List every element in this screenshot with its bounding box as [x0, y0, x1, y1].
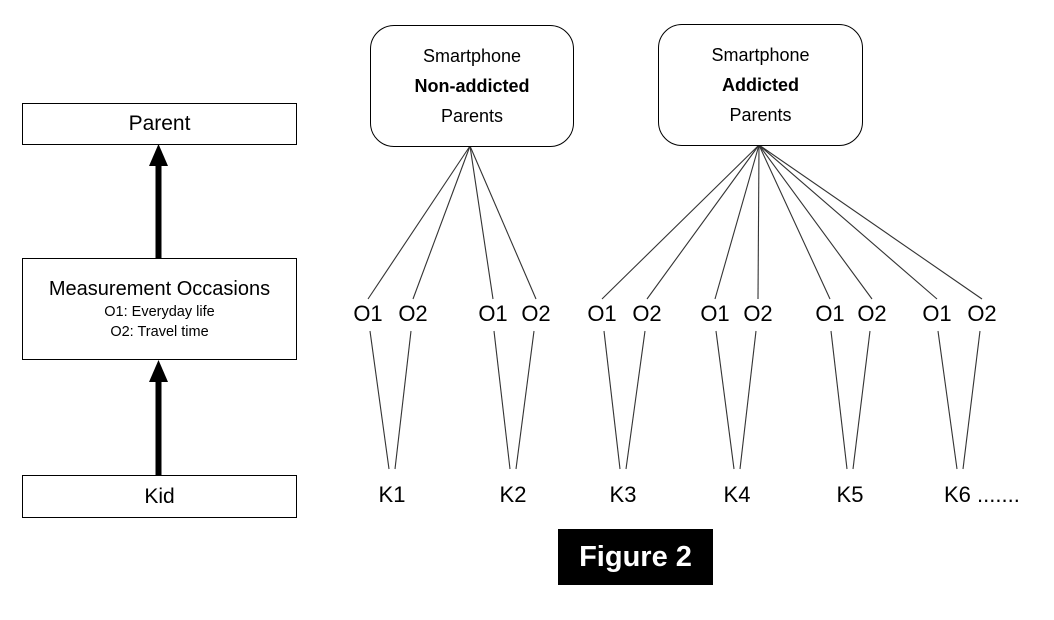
occasion-label-3: O1	[478, 301, 508, 326]
kid-label-2: K2	[499, 482, 527, 507]
measurement-occasions-box: Measurement Occasions O1: Everyday life …	[22, 258, 297, 360]
measurement-occasions-title: Measurement Occasions	[48, 278, 271, 300]
kid-label-1: K1	[378, 482, 406, 507]
fan-addicted-parents	[601, 144, 983, 300]
occasion-label-9: O1	[815, 301, 845, 326]
kid-box-label: Kid	[144, 484, 175, 508]
occasion-label-12: O2	[967, 301, 997, 326]
figure-caption: Figure 2	[558, 529, 713, 585]
addicted-line-3: Parents	[729, 105, 792, 125]
kid-box: Kid	[22, 475, 297, 518]
measurement-occasion-1: O1: Everyday life	[104, 304, 215, 320]
parent-box: Parent	[22, 103, 297, 145]
occasion-label-6: O2	[632, 301, 662, 326]
occasion-label-4: O2	[521, 301, 551, 326]
occasion-label-11: O1	[922, 301, 952, 326]
nonaddicted-line-2: Non-addicted	[414, 76, 530, 96]
nonaddicted-line-1: Smartphone	[422, 46, 522, 66]
kid-label-6: K6 .......	[944, 482, 1020, 507]
occasion-label-7: O1	[700, 301, 730, 326]
addicted-line-1: Smartphone	[711, 45, 810, 65]
kid-label-5: K5	[836, 482, 864, 507]
figure-caption-text: Figure 2	[579, 540, 692, 573]
arrow-measurement-to-parent	[149, 144, 168, 258]
kid-label-3: K3	[609, 482, 637, 507]
occasion-label-10: O2	[857, 301, 887, 326]
addicted-line-2: Addicted	[721, 75, 799, 95]
parent-box-label: Parent	[128, 112, 191, 135]
occasion-label-5: O1	[587, 301, 617, 326]
arrow-kid-to-measurement	[149, 360, 168, 475]
nonaddicted-line-3: Parents	[440, 106, 504, 126]
occasion-label-2: O2	[398, 301, 428, 326]
nonaddicted-parents-box: Smartphone Non-addicted Parents	[370, 25, 574, 147]
addicted-parents-box: Smartphone Addicted Parents	[658, 24, 863, 146]
measurement-occasion-2: O2: Travel time	[110, 324, 209, 340]
occasion-label-1: O1	[353, 301, 383, 326]
occasions-to-kids-lines	[369, 330, 981, 470]
fan-nonaddicted-parents	[367, 145, 537, 300]
kid-label-4: K4	[723, 482, 751, 507]
occasion-label-8: O2	[743, 301, 773, 326]
